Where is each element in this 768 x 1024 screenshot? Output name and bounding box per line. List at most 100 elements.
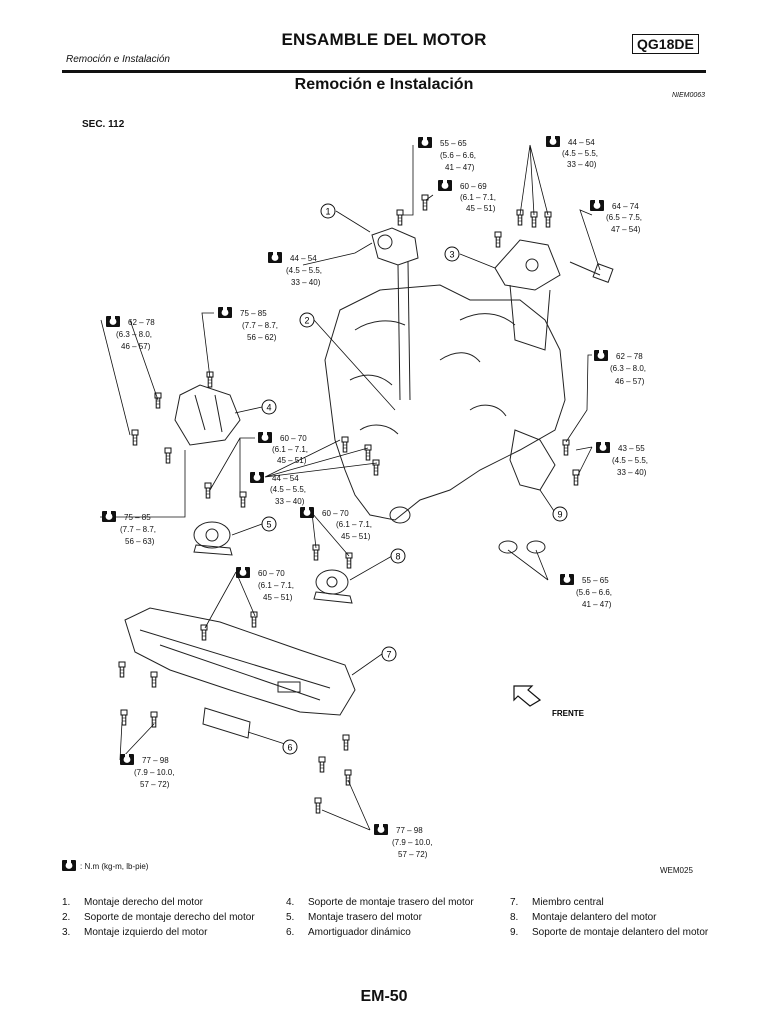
svg-text:33 – 40): 33 – 40) bbox=[291, 278, 321, 287]
callout-7: 7 bbox=[386, 650, 391, 660]
legend-item: 9.Soporte de montaje delantero del motor bbox=[510, 927, 709, 938]
unit-legend-text: : N.m (kg-m, lb-pie) bbox=[80, 861, 149, 871]
svg-text:44 – 54: 44 – 54 bbox=[272, 474, 299, 483]
legend-item: 8.Montaje delantero del motor bbox=[510, 912, 657, 923]
torque-spec: 60 – 69 (6.1 – 7.1, 45 – 51) bbox=[438, 180, 496, 213]
svg-text:45 – 51): 45 – 51) bbox=[277, 456, 307, 465]
torque-spec: 44 – 54 (4.5 – 5.5, 33 – 40) bbox=[250, 472, 306, 506]
legend-item: 6.Amortiguador dinámico bbox=[286, 927, 411, 938]
svg-text:60 – 70: 60 – 70 bbox=[322, 509, 349, 518]
legend-item: 4.Soporte de montaje trasero del motor bbox=[286, 897, 474, 908]
callout-2: 2 bbox=[304, 316, 309, 326]
svg-text:55 – 65: 55 – 65 bbox=[440, 139, 467, 148]
torque-spec: 55 – 65 (5.6 – 6.6, 41 – 47) bbox=[560, 574, 612, 609]
svg-text:44 – 54: 44 – 54 bbox=[568, 138, 595, 147]
callout-9: 9 bbox=[557, 510, 562, 520]
torque-wrench-icon bbox=[62, 860, 76, 871]
front-direction-arrow: FRENTE bbox=[513, 685, 585, 718]
svg-text:60 – 70: 60 – 70 bbox=[280, 434, 307, 443]
legend-column: 4.Soporte de montaje trasero del motor 5… bbox=[286, 896, 510, 941]
sec-label: SEC. 112 bbox=[82, 119, 125, 130]
svg-text:60 – 69: 60 – 69 bbox=[460, 182, 487, 191]
svg-text:(4.5 – 5.5,: (4.5 – 5.5, bbox=[270, 485, 306, 494]
torque-spec: 75 – 85 (7.7 – 8.7, 56 – 62) bbox=[218, 307, 278, 342]
svg-text:33 – 40): 33 – 40) bbox=[567, 160, 597, 169]
svg-text:75 – 85: 75 – 85 bbox=[124, 513, 151, 522]
front-label: FRENTE bbox=[552, 709, 585, 718]
svg-text:46 – 57): 46 – 57) bbox=[121, 342, 151, 351]
section-title: Remoción e Instalación bbox=[294, 76, 474, 93]
engine-model-badge: QG18DE bbox=[632, 34, 699, 54]
svg-text:(6.1 – 7.1,: (6.1 – 7.1, bbox=[258, 581, 294, 590]
torque-spec: 44 – 54 (4.5 – 5.5, 33 – 40) bbox=[546, 136, 598, 169]
legend-column: 7.Miembro central 8.Montaje delantero de… bbox=[510, 896, 722, 941]
parts-legend: 1.Montaje derecho del motor 2.Soporte de… bbox=[62, 896, 722, 941]
callout-8: 8 bbox=[395, 552, 400, 562]
svg-text:64 – 74: 64 – 74 bbox=[612, 202, 639, 211]
svg-text:45 – 51): 45 – 51) bbox=[263, 593, 293, 602]
running-subtitle: Remoción e Instalación bbox=[66, 54, 170, 65]
unit-legend: : N.m (kg-m, lb-pie) bbox=[62, 860, 148, 872]
torque-spec: 77 – 98 (7.9 – 10.0, 57 – 72) bbox=[374, 824, 432, 859]
legend-item: 5.Montaje trasero del motor bbox=[286, 912, 422, 923]
svg-text:75 – 85: 75 – 85 bbox=[240, 309, 267, 318]
torque-spec: 62 – 78 (6.3 – 8.0, 46 – 57) bbox=[594, 350, 646, 386]
page-number: EM-50 bbox=[360, 988, 408, 1005]
svg-text:(6.1 – 7.1,: (6.1 – 7.1, bbox=[272, 445, 308, 454]
legend-item: 2.Soporte de montaje derecho del motor bbox=[62, 912, 255, 923]
svg-text:(5.6 – 6.6,: (5.6 – 6.6, bbox=[576, 588, 612, 597]
svg-text:(7.9 – 10.0,: (7.9 – 10.0, bbox=[392, 838, 432, 847]
svg-text:45 – 51): 45 – 51) bbox=[341, 532, 371, 541]
svg-text:46 – 57): 46 – 57) bbox=[615, 377, 645, 386]
reference-code: NIEM0063 bbox=[672, 92, 706, 99]
svg-text:(6.5 – 7.5,: (6.5 – 7.5, bbox=[606, 213, 642, 222]
torque-spec: 64 – 74 (6.5 – 7.5, 47 – 54) bbox=[590, 200, 642, 234]
svg-text:41 – 47): 41 – 47) bbox=[582, 600, 612, 609]
svg-text:(5.6 – 6.6,: (5.6 – 6.6, bbox=[440, 151, 476, 160]
svg-text:43 – 55: 43 – 55 bbox=[618, 444, 645, 453]
legend-column: 1.Montaje derecho del motor 2.Soporte de… bbox=[62, 896, 286, 941]
svg-text:47 – 54): 47 – 54) bbox=[611, 225, 641, 234]
torque-spec: 44 – 54 (4.5 – 5.5, 33 – 40) bbox=[268, 252, 322, 287]
svg-text:77 – 98: 77 – 98 bbox=[396, 826, 423, 835]
torque-spec: 60 – 70 (6.1 – 7.1, 45 – 51) bbox=[258, 432, 308, 465]
svg-text:41 – 47): 41 – 47) bbox=[445, 163, 475, 172]
svg-text:(6.3 – 8.0,: (6.3 – 8.0, bbox=[610, 364, 646, 373]
legend-item: 3.Montaje izquierdo del motor bbox=[62, 927, 208, 938]
svg-text:56 – 62): 56 – 62) bbox=[247, 333, 277, 342]
svg-text:33 – 40): 33 – 40) bbox=[617, 468, 647, 477]
legend-item: 1.Montaje derecho del motor bbox=[62, 897, 203, 908]
svg-text:62 – 78: 62 – 78 bbox=[616, 352, 643, 361]
torque-spec: 62 – 78 (6.3 – 8.0, 46 – 57) bbox=[106, 316, 155, 351]
svg-text:56 – 63): 56 – 63) bbox=[125, 537, 155, 546]
svg-text:77 – 98: 77 – 98 bbox=[142, 756, 169, 765]
callout-5: 5 bbox=[266, 520, 271, 530]
svg-text:(4.5 – 5.5,: (4.5 – 5.5, bbox=[286, 266, 322, 275]
svg-text:(6.1 – 7.1,: (6.1 – 7.1, bbox=[336, 520, 372, 529]
svg-text:(7.9 – 10.0,: (7.9 – 10.0, bbox=[134, 768, 174, 777]
svg-text:57 – 72): 57 – 72) bbox=[398, 850, 428, 859]
torque-spec: 60 – 70 (6.1 – 7.1, 45 – 51) bbox=[236, 567, 294, 602]
svg-text:60 – 70: 60 – 70 bbox=[258, 569, 285, 578]
engine-mount-diagram: 1 2 3 4 5 6 7 8 9 55 – 65 (5.6 – 6.6, 41… bbox=[100, 136, 648, 859]
header-rule bbox=[62, 70, 706, 73]
page-title: ENSAMBLE DEL MOTOR bbox=[281, 30, 487, 49]
torque-spec: 77 – 98 (7.9 – 10.0, 57 – 72) bbox=[120, 754, 174, 789]
callout-6: 6 bbox=[287, 743, 292, 753]
torque-spec: 43 – 55 (4.5 – 5.5, 33 – 40) bbox=[596, 442, 648, 477]
svg-text:62 – 78: 62 – 78 bbox=[128, 318, 155, 327]
svg-text:(4.5 – 5.5,: (4.5 – 5.5, bbox=[562, 149, 598, 158]
svg-text:57 – 72): 57 – 72) bbox=[140, 780, 170, 789]
torque-spec: 60 – 70 (6.1 – 7.1, 45 – 51) bbox=[300, 507, 372, 541]
figure-code: WEM025 bbox=[660, 866, 693, 875]
callout-3: 3 bbox=[449, 250, 454, 260]
svg-text:55 – 65: 55 – 65 bbox=[582, 576, 609, 585]
svg-text:(6.3 – 8.0,: (6.3 – 8.0, bbox=[116, 330, 152, 339]
callout-1: 1 bbox=[325, 207, 330, 217]
svg-text:(7.7 – 8.7,: (7.7 – 8.7, bbox=[120, 525, 156, 534]
svg-text:(6.1 – 7.1,: (6.1 – 7.1, bbox=[460, 193, 496, 202]
svg-text:45 – 51): 45 – 51) bbox=[466, 204, 496, 213]
callout-4: 4 bbox=[266, 403, 271, 413]
legend-item: 7.Miembro central bbox=[510, 897, 604, 908]
svg-text:(4.5 – 5.5,: (4.5 – 5.5, bbox=[612, 456, 648, 465]
